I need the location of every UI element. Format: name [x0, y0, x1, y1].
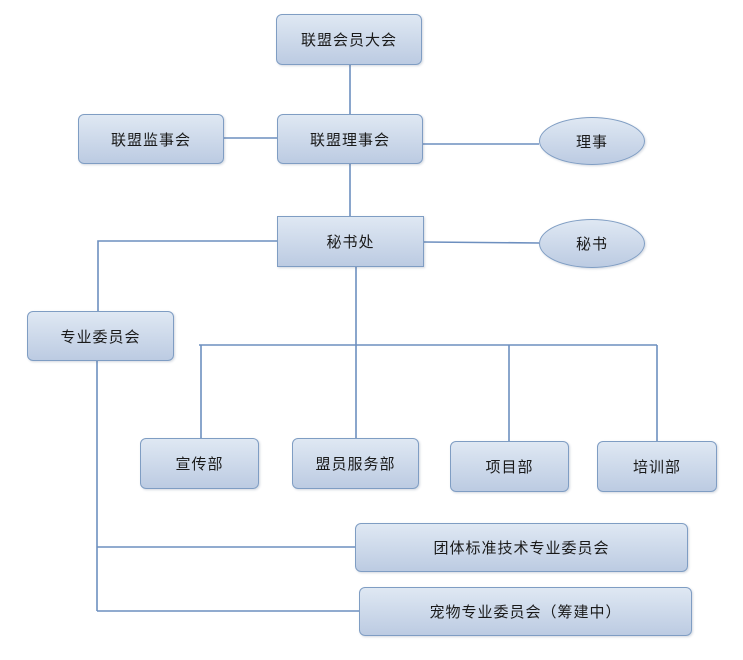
node-supervisory-board-label: 联盟监事会 — [110, 130, 191, 149]
node-department-training-label: 培训部 — [632, 458, 681, 476]
node-subcommittee-pets[interactable]: 宠物专业委员会（筹建中） — [359, 587, 692, 636]
node-assembly-label: 联盟会员大会 — [300, 31, 397, 49]
node-department-member-services-label: 盟员服务部 — [315, 455, 396, 473]
node-department-publicity-label: 宣传部 — [175, 455, 224, 473]
node-assembly[interactable]: 联盟会员大会 — [276, 14, 422, 65]
node-director[interactable]: 理事 — [539, 117, 645, 165]
node-department-member-services[interactable]: 盟员服务部 — [292, 438, 419, 489]
node-subcommittee-standards[interactable]: 团体标准技术专业委员会 — [355, 523, 688, 572]
node-department-projects[interactable]: 项目部 — [450, 441, 569, 492]
node-secretary-label: 秘书 — [575, 235, 608, 253]
node-council-label: 联盟理事会 — [309, 130, 390, 149]
connector-secretariat-secretary — [423, 241, 540, 244]
node-secretariat[interactable]: 秘书处 — [277, 216, 424, 267]
node-subcommittee-standards-label: 团体标准技术专业委员会 — [433, 539, 610, 557]
node-council[interactable]: 联盟理事会 — [277, 114, 423, 164]
node-subcommittee-pets-label: 宠物专业委员会（筹建中） — [429, 603, 622, 621]
node-department-publicity[interactable]: 宣传部 — [140, 438, 259, 489]
node-committees-label: 专业委员会 — [60, 327, 141, 346]
connector-secretariat-committees — [97, 240, 277, 311]
node-supervisory-board[interactable]: 联盟监事会 — [78, 114, 224, 164]
node-committees[interactable]: 专业委员会 — [27, 311, 174, 361]
node-department-training[interactable]: 培训部 — [597, 441, 717, 492]
node-director-label: 理事 — [575, 132, 608, 151]
node-secretariat-label: 秘书处 — [326, 233, 375, 251]
node-secretary[interactable]: 秘书 — [539, 219, 645, 268]
node-department-projects-label: 项目部 — [485, 458, 534, 476]
